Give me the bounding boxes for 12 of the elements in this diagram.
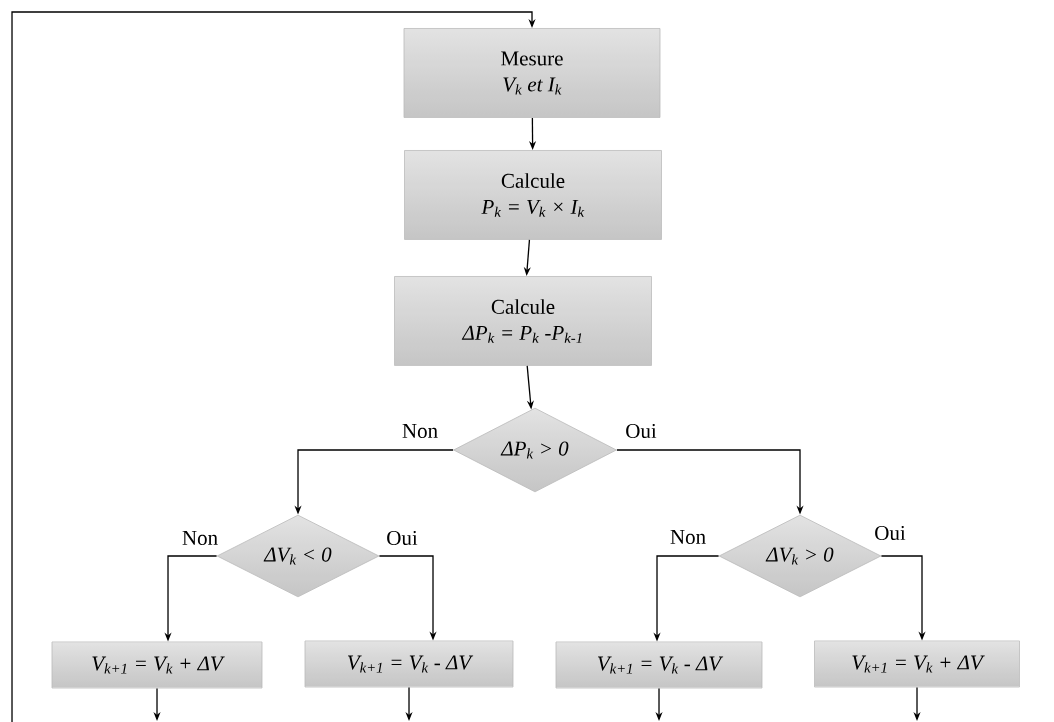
edge-label: Oui (624, 422, 658, 440)
process-box: V$_{k+1}$ = V$_{k}$ - ΔV (555, 641, 763, 689)
process-box: V$_{k+1}$ = V$_{k}$ + ΔV (51, 641, 263, 689)
process-box: Calcule P$_{k}$ = V$_{k}$ × I$_{k}$ (404, 150, 662, 240)
process-box: Calcule ΔP$_{k}$ = P$_{k}$ -P$_{k-1}$ (394, 276, 652, 366)
edge-label: Non (400, 423, 440, 439)
process-box: Mesure V$_{k}$ et I$_{k}$ (403, 28, 661, 118)
process-box: V$_{k+1}$ = V$_{k}$ - ΔV (304, 640, 514, 688)
arrow (11, 11, 536, 722)
edge-label: Oui (385, 529, 419, 547)
process-box: V$_{k+1}$ = V$_{k}$ + ΔV (814, 640, 1020, 688)
edge-label: Non (668, 529, 708, 545)
